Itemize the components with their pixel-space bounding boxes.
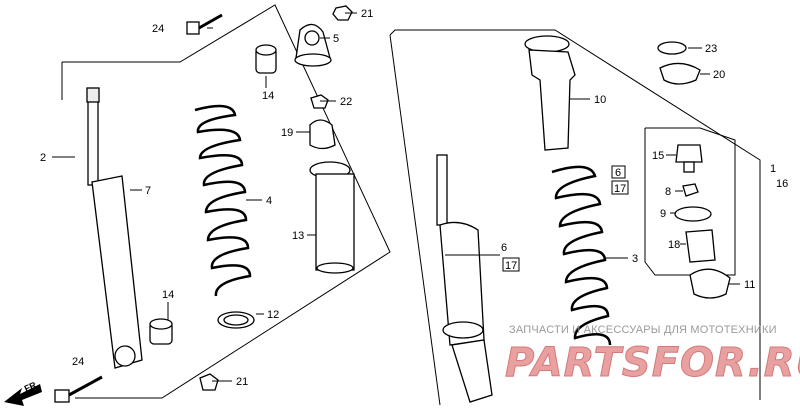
leader-lines bbox=[52, 12, 740, 382]
label-14-top: 14 bbox=[262, 90, 274, 102]
label-20: 20 bbox=[713, 69, 725, 81]
label-14-bottom: 14 bbox=[162, 289, 174, 301]
label-12: 12 bbox=[267, 309, 279, 321]
label-16: 16 bbox=[776, 178, 788, 190]
dust-tube-left bbox=[309, 161, 355, 274]
box-17-kit bbox=[611, 180, 629, 195]
label-5: 5 bbox=[333, 33, 339, 45]
label-17-strut: 17 bbox=[505, 260, 517, 272]
label-11: 11 bbox=[744, 279, 755, 291]
label-13: 13 bbox=[292, 230, 304, 242]
rubber-boot bbox=[524, 35, 576, 151]
label-7: 7 bbox=[145, 185, 151, 197]
coil-spring-right bbox=[551, 165, 612, 346]
upper-seat bbox=[659, 62, 701, 85]
washer-8 bbox=[682, 183, 699, 197]
watermark-logo: PARTSFOR.RU bbox=[505, 340, 800, 386]
label-6-kit: 6 bbox=[615, 167, 621, 179]
label-6-strut: 6 bbox=[501, 242, 507, 254]
label-8: 8 bbox=[665, 186, 671, 198]
bolt-bottom bbox=[54, 375, 103, 403]
plate-9 bbox=[674, 206, 712, 222]
right-assembly-frame bbox=[389, 29, 761, 406]
label-23: 23 bbox=[705, 43, 717, 55]
bushing-top bbox=[255, 44, 277, 74]
label-24-top: 24 bbox=[152, 23, 164, 35]
watermark: ЗАПЧАСТИ И АКСЕССУАРЫ ДЛЯ МОТОТЕХНИКИ PA… bbox=[505, 324, 800, 387]
label-19: 19 bbox=[281, 127, 293, 139]
seal-ring bbox=[217, 311, 255, 329]
nut-bottom bbox=[199, 373, 219, 391]
coil-spring-left bbox=[194, 104, 252, 297]
bump-stop bbox=[309, 119, 336, 150]
bushing-bottom bbox=[149, 318, 173, 345]
label-9: 9 bbox=[660, 208, 666, 220]
label-24-bottom: 24 bbox=[72, 356, 84, 368]
label-3: 3 bbox=[632, 253, 638, 265]
label-1: 1 bbox=[770, 163, 776, 175]
nut-top bbox=[332, 5, 353, 21]
label-10: 10 bbox=[594, 94, 606, 106]
nut-22 bbox=[310, 94, 329, 109]
front-direction-arrow: FR. bbox=[4, 379, 42, 406]
shock-absorber bbox=[86, 87, 143, 369]
damper-cap bbox=[675, 144, 703, 173]
label-18: 18 bbox=[668, 239, 680, 251]
label-21-top: 21 bbox=[361, 8, 373, 20]
front-strut bbox=[436, 154, 493, 403]
bolt-top bbox=[186, 13, 223, 35]
bracket-6-kit bbox=[611, 165, 626, 179]
retaining-clip bbox=[657, 41, 687, 55]
label-15: 15 bbox=[652, 150, 664, 162]
watermark-caption: ЗАПЧАСТИ И АКСЕССУАРЫ ДЛЯ МОТОТЕХНИКИ bbox=[509, 324, 777, 336]
part-labels: 24 21 5 14 22 2 7 19 4 13 12 14 24 21 10… bbox=[40, 8, 788, 388]
box-17-strut bbox=[502, 257, 520, 272]
label-22: 22 bbox=[340, 96, 352, 108]
label-2: 2 bbox=[40, 152, 46, 164]
label-21-bottom: 21 bbox=[236, 376, 248, 388]
label-17-kit: 17 bbox=[614, 183, 626, 195]
damper-kit-frame bbox=[644, 127, 736, 276]
label-4: 4 bbox=[266, 195, 272, 207]
lower-seat-11 bbox=[689, 268, 731, 299]
upper-mount bbox=[294, 23, 332, 67]
cushion-18 bbox=[685, 229, 716, 263]
